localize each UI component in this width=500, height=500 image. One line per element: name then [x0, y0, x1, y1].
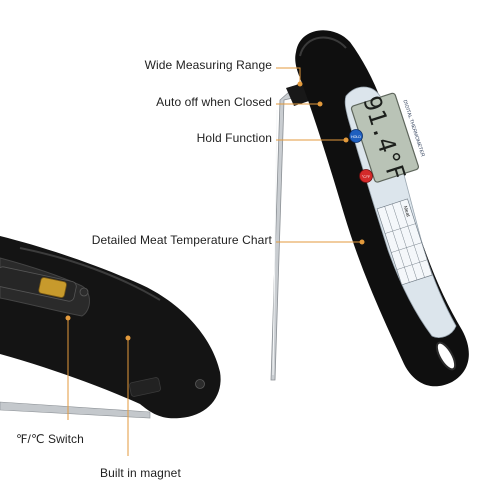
thermometer-back [0, 236, 221, 419]
unit-button[interactable] [359, 169, 373, 183]
probe-highlight [272, 109, 278, 376]
body-highlight [19, 247, 161, 301]
hinge-detail [129, 377, 161, 397]
screw [195, 379, 205, 389]
callout-hold-function: Hold Function [196, 131, 272, 145]
callout-dot [317, 101, 323, 107]
callout-magnet: Built in magnet [100, 466, 181, 480]
callout-dot [359, 239, 365, 245]
handle-rim [299, 36, 347, 57]
callout-dot [297, 81, 303, 87]
callout-dots [65, 81, 365, 341]
callout-auto-off: Auto off when Closed [156, 95, 272, 109]
thermometer-front: 91.4°F DIGITAL THERMOMETER HOLD °C/°F Me… [270, 30, 469, 387]
meat-temperature-chart: Meat [376, 198, 433, 286]
callout-unit-switch: ℉/℃ Switch [16, 432, 84, 446]
callout-dot [125, 335, 131, 341]
battery-terminal [38, 277, 67, 298]
hanging-hole [435, 341, 457, 371]
hold-button-label: HOLD [351, 135, 361, 139]
callout-lines [67, 67, 360, 456]
lcd-screen [350, 92, 420, 183]
callout-wide-range: Wide Measuring Range [144, 58, 272, 72]
hold-button[interactable] [349, 129, 363, 143]
screw [79, 287, 89, 297]
callout-line-wide-range [276, 67, 301, 84]
unit-button-label: °C/°F [362, 175, 370, 179]
callout-dot [343, 137, 349, 143]
callout-meat-chart: Detailed Meat Temperature Chart [91, 233, 272, 247]
callout-dot [65, 315, 71, 321]
back-body [0, 236, 221, 419]
folded-probe [0, 401, 151, 419]
chart-title: Meat [402, 205, 411, 218]
